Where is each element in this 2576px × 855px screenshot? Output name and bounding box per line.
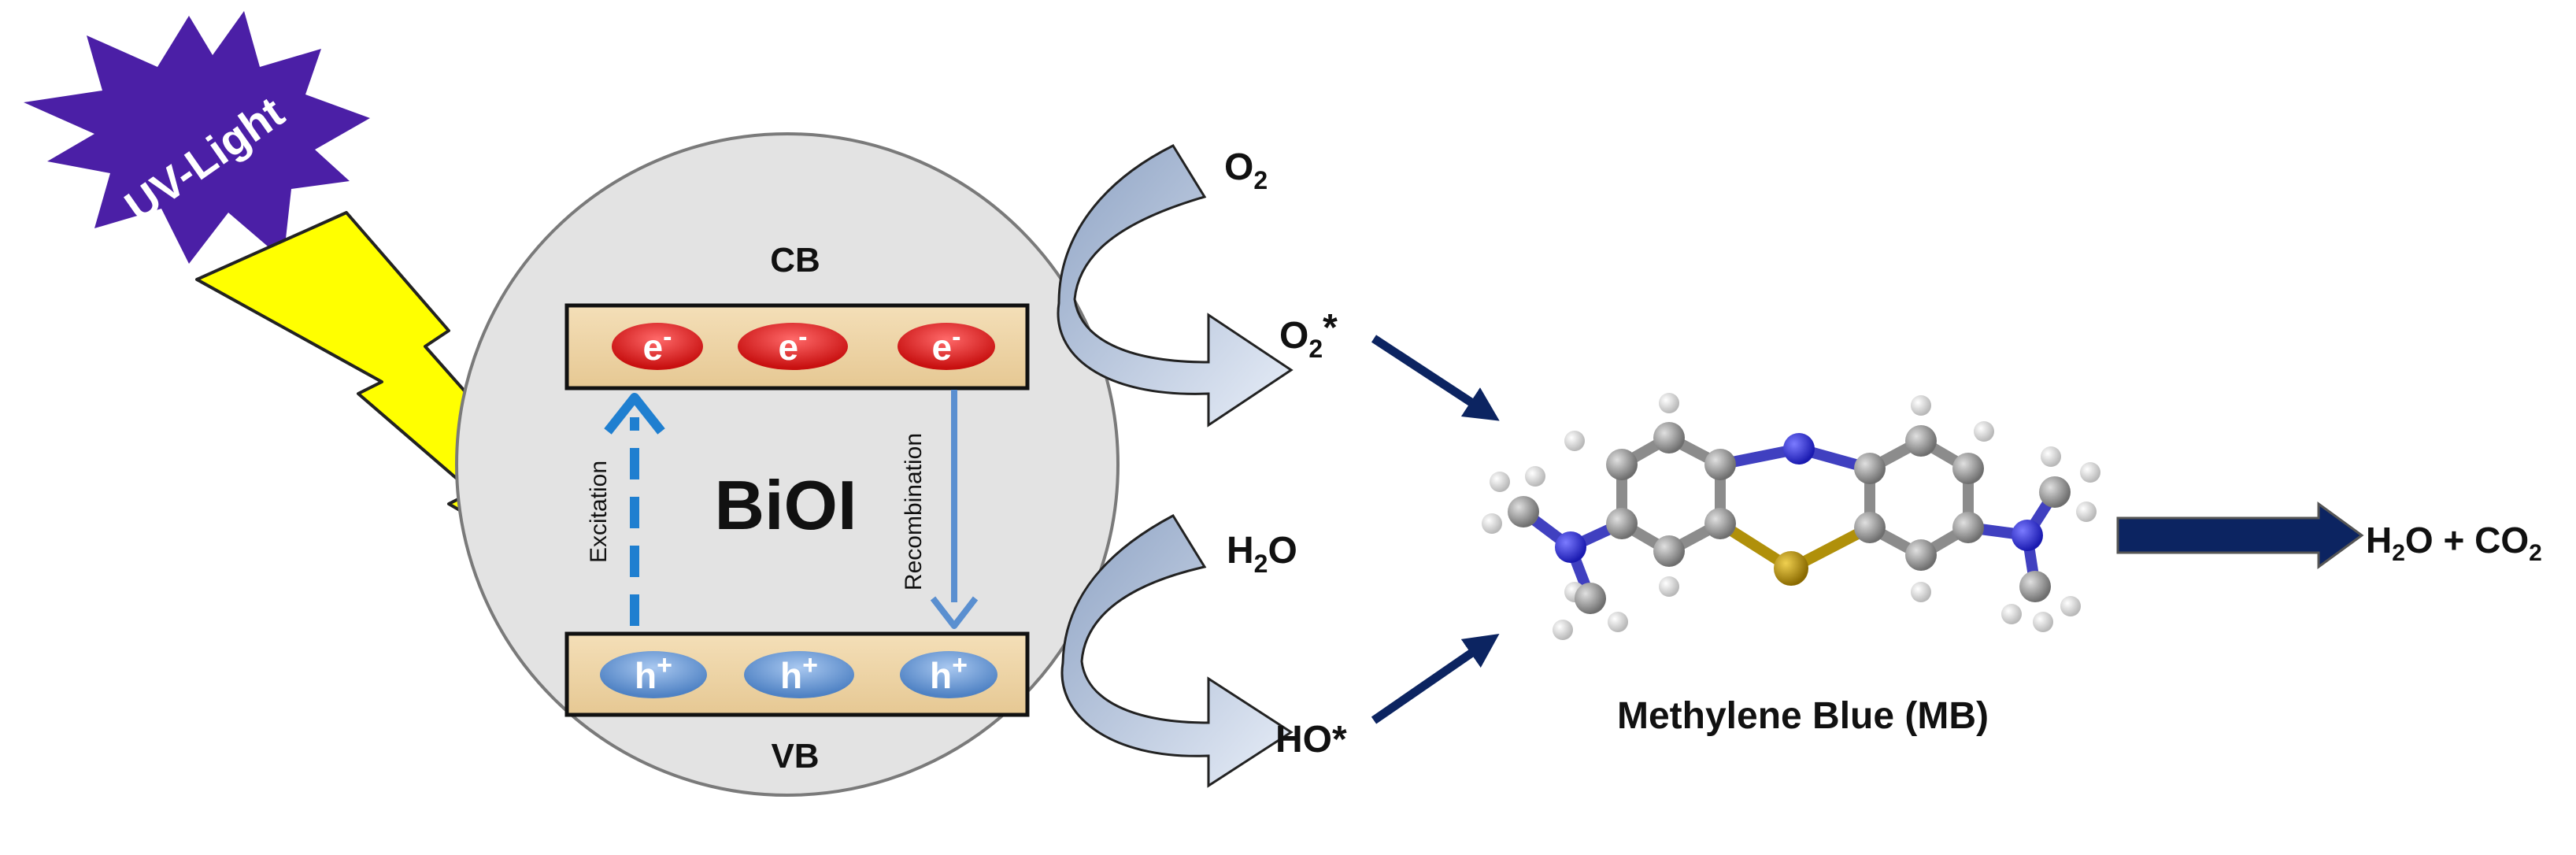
recombination-arrow [930, 390, 979, 629]
svg-text:h+: h+ [635, 650, 672, 696]
hole: h+ [900, 650, 997, 698]
electron: e- [612, 322, 703, 370]
star-icon [24, 11, 370, 264]
recombination-label: Recombination [901, 433, 927, 590]
hole-row: h+ h+ h+ [600, 650, 997, 698]
excitation-label: Excitation [586, 461, 612, 563]
arrow-o2-radical-to-mb [1371, 335, 1500, 421]
hole-symbol: h [635, 655, 657, 696]
hole-charge: + [802, 650, 818, 680]
cb-label: CB [770, 241, 820, 279]
electron: e- [898, 322, 995, 370]
curved-arrow-upper [1057, 144, 1294, 428]
svg-text:e-: e- [779, 322, 808, 368]
hole-charge: + [952, 650, 968, 680]
hole: h+ [744, 650, 854, 698]
arrow-mb-to-products [2116, 502, 2364, 569]
electron-charge: - [663, 322, 672, 352]
vb-label: VB [771, 737, 819, 775]
arrow-ho-radical-to-mb [1371, 634, 1500, 724]
excitation-arrow [604, 393, 665, 626]
catalyst-particle [455, 132, 1120, 797]
electron-symbol: e [932, 327, 953, 368]
o2-radical-label: O2* [1279, 307, 1338, 363]
svg-text:e-: e- [932, 322, 961, 368]
hole-charge: + [657, 650, 672, 680]
svg-text:h+: h+ [780, 650, 818, 696]
svg-text:e-: e- [643, 322, 672, 368]
hole: h+ [600, 650, 707, 698]
h2o-label: H2O [1227, 530, 1297, 578]
curved-arrow-lower [1060, 514, 1294, 788]
electron-symbol: e [779, 327, 799, 368]
svg-text:h+: h+ [930, 650, 968, 696]
catalyst-name: BiOI [715, 466, 857, 544]
hole-symbol: h [930, 655, 952, 696]
o2-label: O2 [1224, 146, 1268, 194]
electron: e- [738, 322, 848, 370]
methylene-blue-molecule [1482, 393, 2100, 640]
ho-radical-label: HO* [1275, 719, 1347, 761]
products-label: H2O + CO2 [2366, 520, 2542, 566]
hole-symbol: h [780, 655, 802, 696]
electron-charge: - [952, 322, 960, 352]
uv-light-burst: UV-Light [24, 11, 370, 264]
electron-charge: - [798, 322, 807, 352]
electron-symbol: e [643, 327, 664, 368]
molecule-name: Methylene Blue (MB) [1617, 695, 1989, 737]
electron-row: e- e- e- [612, 322, 995, 370]
